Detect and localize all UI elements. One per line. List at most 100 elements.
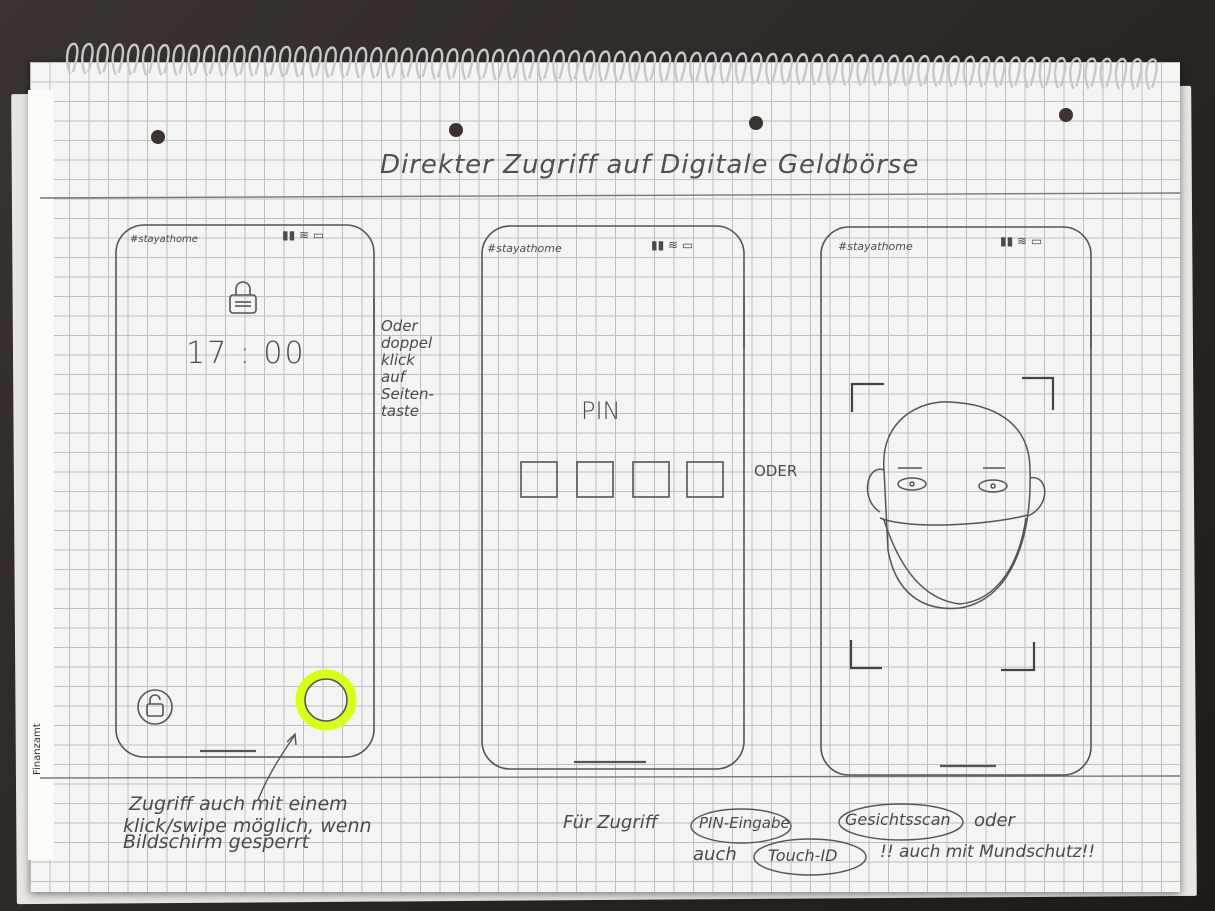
lockscreen-clock: 17 : 00 [186,336,306,371]
side-button-note: Oder doppel klick auf Seiten- taste [381,318,434,420]
side-note-line: doppel [381,335,434,352]
footer-touch-id: Touch-ID [768,846,837,865]
spiral-ring [736,54,746,84]
footer-pin-entry: PIN-Eingabe [699,814,790,832]
spiral-ring [781,54,791,84]
spiral-ring [797,54,807,84]
punch-hole [449,123,463,137]
status-icons: ▮▮ ≋ ▭ [1000,234,1042,248]
spiral-ring [842,55,852,85]
spiral-ring [538,51,548,81]
spiral-ring [979,57,989,87]
spiral-ring [82,44,92,74]
spiral-ring [629,52,639,82]
side-note-line: auf [381,369,434,386]
spiral-ring [310,47,320,77]
spiral-ring [888,56,898,86]
spiral-ring [97,44,107,74]
footer-face-scan: Gesichtsscan [845,810,951,829]
spiral-ring [493,50,503,80]
spiral-ring [295,47,305,77]
side-note-line: Oder [381,318,434,335]
spiral-ring [417,49,427,79]
spiral-ring [766,54,776,84]
status-icons: ▮▮ ≋ ▭ [282,228,324,242]
spiral-ring [660,52,670,82]
footer-line1-prefix: Für Zugriff [563,812,658,833]
spiral-ring [918,56,928,86]
spiral-ring [371,48,381,78]
punch-hole [1059,108,1073,122]
spiral-ring [675,53,685,83]
spiral-ring [812,55,822,85]
spiral-ring [386,48,396,78]
footer-rule-line [40,776,1180,778]
spiral-ring [857,55,867,85]
side-note-line: taste [381,403,434,420]
annotation-arrow [258,735,295,800]
spiral-ring [432,49,442,79]
spiral-ring [705,53,715,83]
spiral-ring [523,50,533,80]
pin-label: PIN [581,397,621,425]
spiral-ring [1025,58,1035,88]
spiral-ring [721,53,731,83]
punch-hole [749,116,763,130]
spiral-ring [584,51,594,81]
spiral-ring [67,44,77,74]
spiral-ring [143,45,153,75]
spiral-ring [1101,59,1111,89]
spiral-ring [113,44,123,74]
spiral-ring [341,48,351,78]
spiral-ring [1146,59,1156,89]
spiral-ring [204,46,214,76]
pin-digit-boxes [521,462,723,497]
spiral-ring [1085,59,1095,89]
spiral-ring [994,57,1004,87]
status-bar-text: #stayathome [838,240,913,253]
lock-icon [230,282,256,313]
spiral-ring [553,51,563,81]
spiral-ring [265,47,275,77]
side-note-line: klick [381,352,434,369]
phone-frame-facescan [821,227,1091,775]
spiral-ring [873,55,883,85]
spiral-ring [1131,59,1141,89]
spiral-ring [903,56,913,86]
spiral-ring [614,52,624,82]
status-bar-text: #stayathome [487,242,562,255]
spiral-ring [128,45,138,75]
spiral-ring [249,46,259,76]
spiral-ring [645,52,655,82]
spiral-ring [1009,57,1019,87]
side-strip-label: Finanzamt [32,755,43,775]
spiral-ring [690,53,700,83]
spiral-ring [280,47,290,77]
spiral-ring [477,50,487,80]
wallet-shortcut-icon [138,690,172,724]
spiral-ring [158,45,168,75]
footer-line1-suffix: oder [974,810,1015,831]
spiral-ring [949,57,959,87]
spiral-ring [447,49,457,79]
spiral-ring [234,46,244,76]
spiral-ring [189,46,199,76]
lockscreen-note-line: Zugriff auch mit einem [129,793,372,815]
highlighted-action-button [300,674,352,726]
spiral-ring [1040,58,1050,88]
spiral-ring [569,51,579,81]
footer-line2-prefix: auch [693,844,737,865]
lockscreen-note: Zugriff auch mit einem klick/swipe mögli… [123,793,372,853]
spiral-ring [599,52,609,82]
spiral-ring [356,48,366,78]
spiral-ring [401,49,411,79]
spiral-ring [827,55,837,85]
or-label: ODER [754,462,797,480]
spiral-ring [1070,58,1080,88]
page-title: Direkter Zugriff auf Digitale Geldbörse [380,150,919,180]
spiral-ring [1055,58,1065,88]
spiral-binding [67,44,1156,90]
side-note-line: Seiten- [381,386,434,403]
